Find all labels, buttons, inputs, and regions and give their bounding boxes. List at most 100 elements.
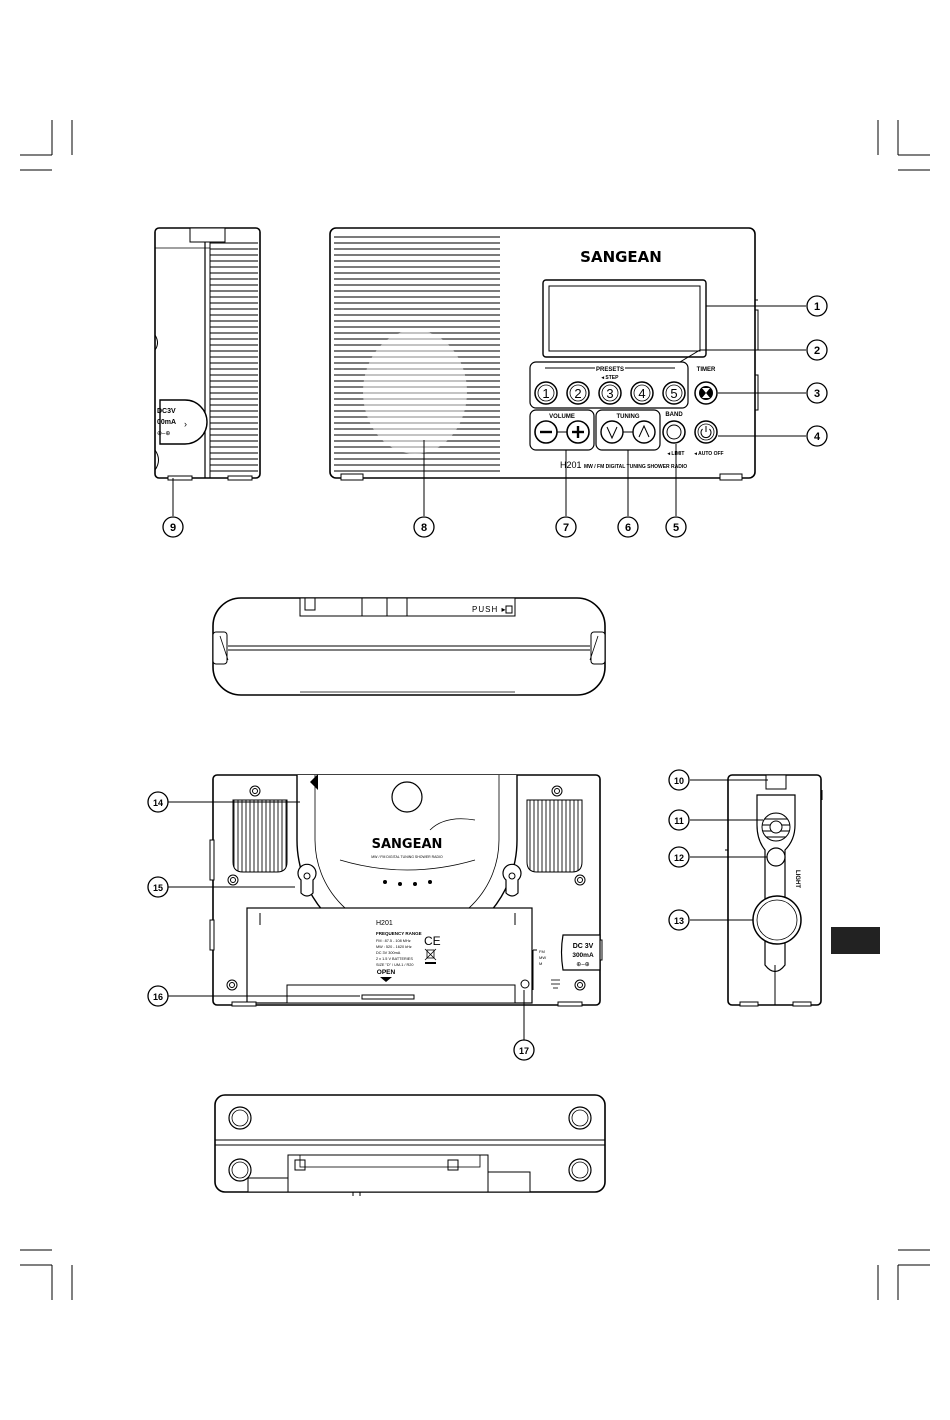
callout-13: 13 bbox=[668, 909, 690, 931]
light-button[interactable] bbox=[766, 847, 786, 867]
callout-2: 2 bbox=[806, 339, 828, 361]
callout-6: 6 bbox=[617, 516, 639, 538]
bottom-view bbox=[214, 1094, 606, 1196]
weee-bin-icon bbox=[424, 948, 437, 964]
back-label-line: FM : 87.5 - 108 MHz bbox=[376, 939, 411, 943]
light-label: LIGHT bbox=[794, 870, 800, 888]
radiation-icon bbox=[769, 820, 783, 834]
fm-label-2: MW bbox=[539, 955, 546, 960]
volume-up-button[interactable] bbox=[566, 420, 590, 444]
dc-jack-label-2: 300mA bbox=[572, 952, 594, 959]
svg-text:14: 14 bbox=[153, 798, 163, 808]
dc-jack-label-3: ⊕–⊕ bbox=[576, 962, 589, 968]
keyhole-right bbox=[502, 863, 522, 897]
callout-14: 14 bbox=[147, 791, 169, 813]
front-brand-logo: SANGEAN bbox=[580, 248, 662, 266]
ce-mark: CE bbox=[424, 934, 441, 948]
open-label: OPEN bbox=[377, 969, 396, 976]
preset-button-2[interactable]: 2 bbox=[566, 381, 590, 405]
callout-4: 4 bbox=[806, 425, 828, 447]
preset-number: 4 bbox=[638, 386, 645, 401]
power-button[interactable] bbox=[694, 420, 718, 444]
rear-knob[interactable] bbox=[752, 895, 802, 945]
back-brand-logo: SANGEAN bbox=[372, 837, 443, 852]
callout-17: 17 bbox=[513, 1039, 535, 1061]
svg-text:6: 6 bbox=[625, 522, 631, 534]
callout-3: 3 bbox=[806, 382, 828, 404]
callout-12: 12 bbox=[668, 846, 690, 868]
svg-text:1: 1 bbox=[814, 301, 820, 313]
callout-7: 7 bbox=[555, 516, 577, 538]
preset-number: 3 bbox=[606, 386, 613, 401]
plus-icon bbox=[572, 426, 584, 438]
power-icon bbox=[700, 426, 712, 438]
callout-16: 16 bbox=[147, 985, 169, 1007]
top-view: PUSH ▸ bbox=[212, 597, 606, 696]
tuning-up-button[interactable] bbox=[632, 420, 656, 444]
tuning-label: TUNING bbox=[617, 414, 640, 420]
callout-9: 9 bbox=[162, 516, 184, 538]
presets-label: PRESETS bbox=[596, 367, 624, 373]
callout-8: 8 bbox=[413, 516, 435, 538]
chevron-right-icon: › bbox=[184, 419, 187, 429]
svg-text:9: 9 bbox=[170, 522, 176, 534]
front-model-caption: MW / FM DIGITAL TUNING SHOWER RADIO bbox=[584, 464, 687, 470]
callout-5: 5 bbox=[665, 516, 687, 538]
preset-number: 5 bbox=[670, 386, 677, 401]
reset-hole[interactable] bbox=[520, 979, 530, 989]
svg-text:11: 11 bbox=[674, 816, 684, 826]
preset-button-3[interactable]: 3 bbox=[598, 381, 622, 405]
svg-text:4: 4 bbox=[814, 431, 821, 443]
svg-text:15: 15 bbox=[153, 883, 163, 893]
push-label: PUSH ▸ bbox=[472, 605, 506, 614]
dc-jack-cover[interactable] bbox=[159, 399, 208, 445]
dc-jack-label-1: DC 3V bbox=[573, 943, 594, 950]
timer-label: TIMER bbox=[697, 367, 716, 373]
svg-text:8: 8 bbox=[421, 522, 427, 534]
svg-text:12: 12 bbox=[674, 853, 684, 863]
back-label-model: H201 bbox=[376, 920, 393, 927]
fm-label-3: M bbox=[539, 961, 542, 966]
preset-button-5[interactable]: 5 bbox=[662, 381, 686, 405]
band-label: BAND bbox=[665, 412, 683, 418]
svg-text:17: 17 bbox=[519, 1046, 529, 1056]
fm-label-1: FM bbox=[539, 949, 545, 954]
triangle-up-icon bbox=[310, 774, 318, 790]
chevron-down-icon bbox=[606, 426, 618, 440]
svg-text:2: 2 bbox=[814, 345, 820, 357]
side-dc-label-1: DC3V bbox=[157, 408, 176, 415]
preset-number: 2 bbox=[574, 386, 581, 401]
antenna-icon bbox=[551, 979, 560, 989]
back-label-line: 2 x 1.5 V BATTERIES bbox=[376, 957, 413, 961]
back-logo-sub: MW / FM DIGITAL TUNING SHOWER RADIO bbox=[371, 855, 443, 859]
timer-button[interactable] bbox=[694, 381, 718, 405]
crop-marks bbox=[20, 120, 930, 1300]
arrow-down-icon bbox=[380, 977, 392, 982]
back-label-line: MW : 520 - 1620 kHz bbox=[376, 945, 412, 949]
svg-text:3: 3 bbox=[814, 388, 820, 400]
svg-text:10: 10 bbox=[674, 776, 684, 786]
svg-text:13: 13 bbox=[674, 916, 684, 926]
side-dc-label-2: 00mA bbox=[157, 419, 176, 426]
callout-badges: 1 2 3 4 5 6 7 8 9 10 11 12 13 14 15 16 1… bbox=[147, 295, 828, 1061]
band-button[interactable] bbox=[662, 420, 686, 444]
hourglass-icon bbox=[702, 388, 710, 398]
step-label: ◂ STEP bbox=[601, 375, 620, 381]
back-label-line: SIZE "D" / UM-1 / R20 bbox=[376, 963, 414, 967]
svg-text:7: 7 bbox=[563, 522, 569, 534]
front-view: SANGEAN PRESETS ◂ STEP 1 2 3 4 bbox=[329, 227, 759, 481]
callout-15: 15 bbox=[147, 876, 169, 898]
front-model-number: H201 bbox=[560, 460, 582, 470]
side-dc-label-3: ⊕–⊕ bbox=[157, 431, 170, 437]
callout-10: 10 bbox=[668, 769, 690, 791]
preset-button-4[interactable]: 4 bbox=[630, 381, 654, 405]
back-label-line: DC 3V 300mA bbox=[376, 951, 401, 955]
tuning-down-button[interactable] bbox=[600, 420, 624, 444]
auto-off-label: ◂ AUTO OFF bbox=[693, 451, 723, 457]
svg-text:16: 16 bbox=[153, 992, 163, 1002]
callout-1: 1 bbox=[806, 295, 828, 317]
volume-down-button[interactable] bbox=[534, 420, 558, 444]
callout-11: 11 bbox=[668, 809, 690, 831]
preset-button-1[interactable]: 1 bbox=[534, 381, 558, 405]
